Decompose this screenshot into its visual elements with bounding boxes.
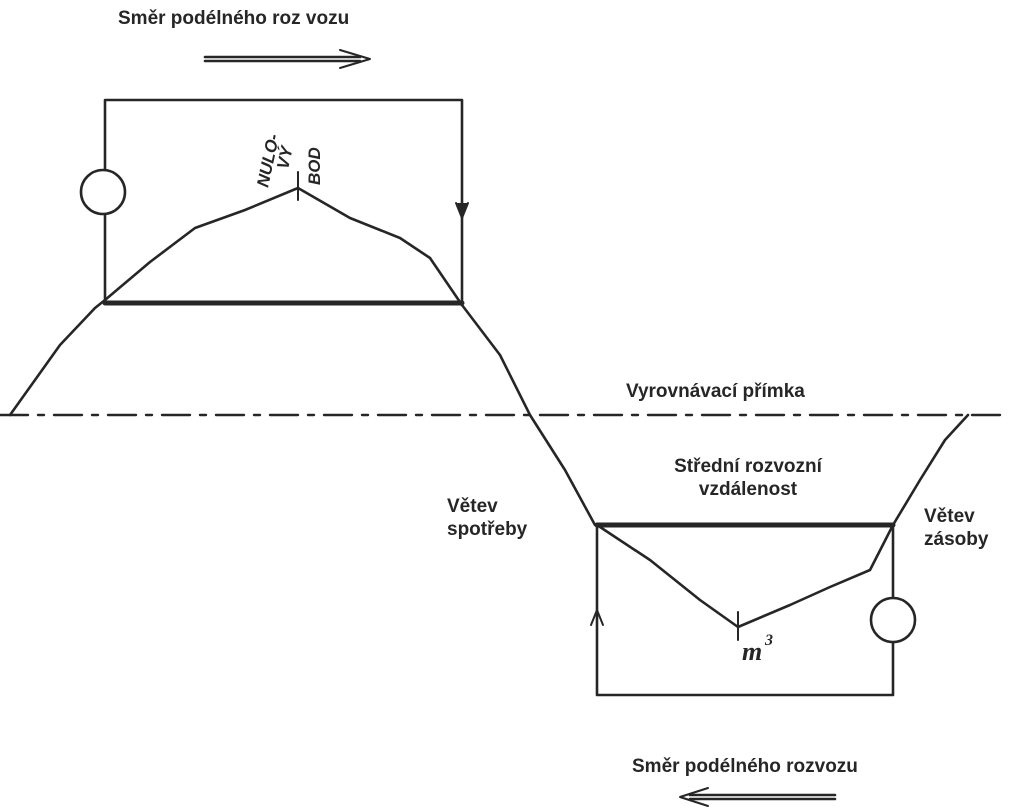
- supply-branch-label: Větev zásoby: [924, 506, 988, 552]
- zero-point-word3: BOD: [305, 147, 324, 185]
- consumption-branch-line2: spotřeby: [447, 518, 528, 540]
- mass-curve-left: [8, 298, 107, 417]
- arrow-right-icon: [203, 49, 371, 69]
- consumption-branch-line1: Větev: [447, 496, 498, 517]
- mean-distance-label-line2: vzdálenost: [698, 478, 798, 500]
- bottom-haul-loop: [595, 523, 895, 697]
- supply-branch-line1: Větev: [924, 506, 975, 527]
- mass-curve-right: [891, 413, 970, 527]
- top-mass-curve: [103, 186, 464, 307]
- arrow-down-icon: [455, 202, 469, 219]
- consumption-branch-label: Větev spotřeby: [447, 496, 527, 542]
- bottom-mass-curve: [595, 523, 895, 629]
- mean-distance-label-line1: Střední rozvozní: [674, 456, 822, 477]
- volume-unit-exp: 3: [764, 632, 773, 649]
- direction-label-top: Směr podélného roz vozu: [118, 8, 350, 29]
- volume-unit: m: [742, 637, 762, 666]
- direction-label-bottom: Směr podélného rozvozu: [632, 756, 858, 777]
- top-roller-circle: [79, 168, 127, 216]
- top-haul-loop: [103, 98, 464, 307]
- arrow-up-icon: [590, 609, 604, 626]
- balance-line-label: Vyrovnávací přímka: [626, 381, 805, 402]
- zero-point-word2: VÝ: [273, 143, 297, 171]
- arrow-left-icon: [679, 787, 837, 807]
- mean-distance-label: Střední rozvozní vzdálenost: [628, 456, 868, 502]
- bottom-roller-circle: [869, 596, 917, 644]
- supply-branch-line2: zásoby: [924, 528, 989, 550]
